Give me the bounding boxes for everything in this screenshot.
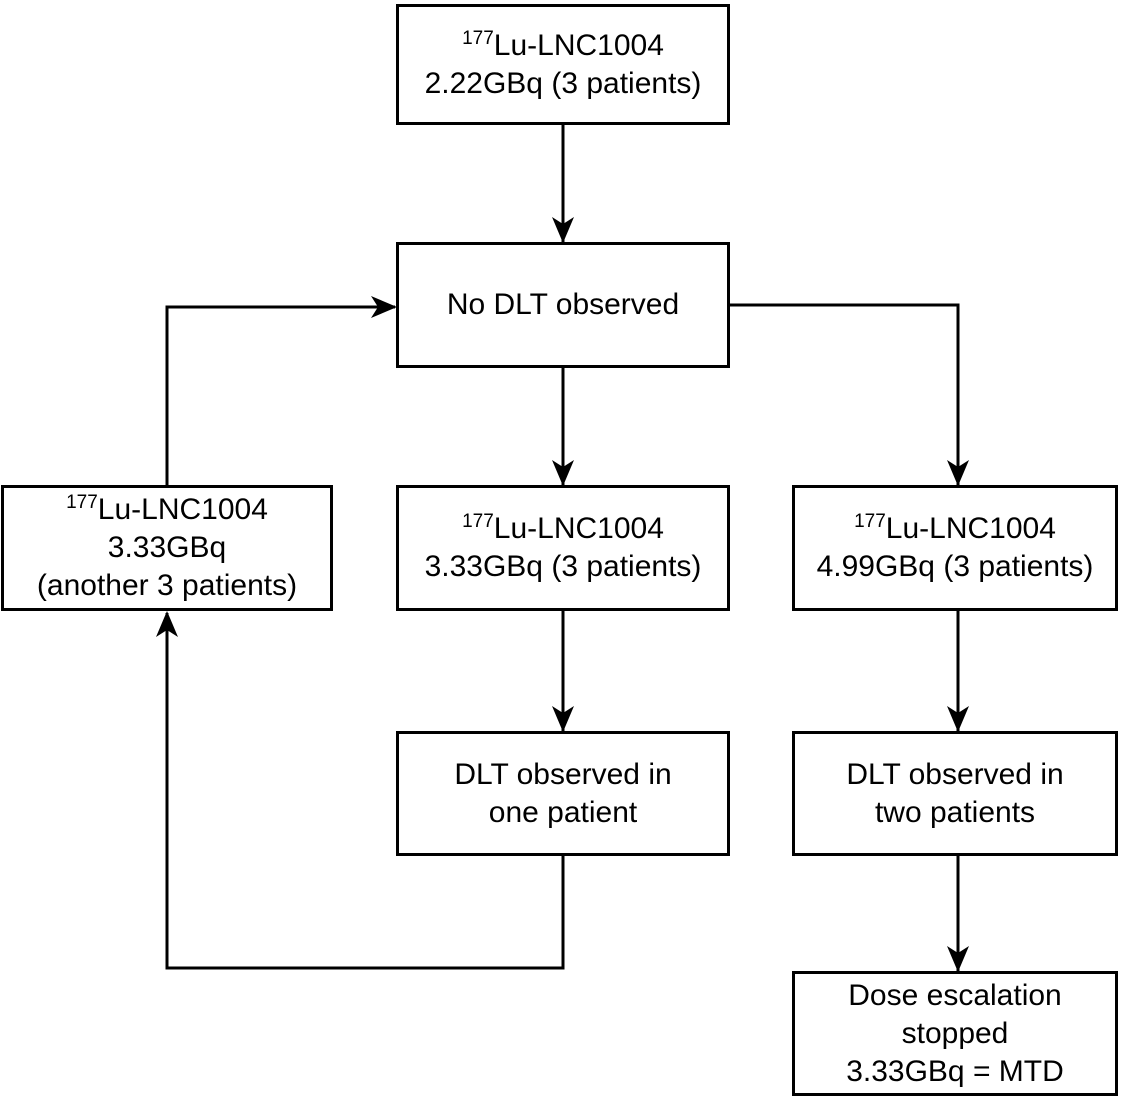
flowchart-box-dlt-one-patient: DLT observed in one patient bbox=[396, 731, 730, 856]
isotope-superscript: 177 bbox=[66, 492, 98, 513]
arrowhead-dltone-to-expansion bbox=[156, 611, 178, 637]
status-line: No DLT observed bbox=[446, 288, 680, 321]
outcome-line-2: stopped bbox=[901, 1016, 1009, 1050]
note-line: (another 3 patients) bbox=[36, 569, 298, 602]
flowchart-box-cohort3-dose: 177Lu-LNC1004 4.99GBq (3 patients) bbox=[792, 485, 1118, 611]
flowchart-box-dlt-two-patients: DLT observed in two patients bbox=[792, 731, 1118, 856]
arrowhead-cohort2-to-dltone bbox=[552, 706, 574, 732]
radioligand-name: Lu-LNC1004 bbox=[885, 512, 1056, 545]
arrowhead-cohort3-to-dlttwo bbox=[947, 706, 969, 732]
status-line-2: two patients bbox=[874, 795, 1036, 829]
flowchart-box-cohort2-dose: 177Lu-LNC1004 3.33GBq (3 patients) bbox=[396, 485, 730, 611]
flowchart-box-expansion-cohort: 177Lu-LNC1004 3.33GBq (another 3 patient… bbox=[1, 485, 333, 611]
status-line-2: one patient bbox=[488, 795, 638, 829]
isotope-superscript: 177 bbox=[854, 511, 886, 532]
radioligand-name: Lu-LNC1004 bbox=[97, 493, 268, 526]
radioligand-line: 177Lu-LNC1004 bbox=[66, 491, 268, 529]
radioligand-line: 177Lu-LNC1004 bbox=[854, 510, 1056, 548]
arrowhead-dlttwo-to-mtd bbox=[947, 946, 969, 972]
arrowhead-nodlt-to-cohort3 bbox=[947, 460, 969, 486]
isotope-superscript: 177 bbox=[462, 27, 494, 49]
connector-nodlt-to-cohort3 bbox=[729, 303, 960, 486]
flowchart-box-cohort1-dose: 177Lu-LNC1004 2.22GBq (3 patients) bbox=[396, 4, 730, 125]
flowchart-box-dose-escalation-stopped: Dose escalation stopped 3.33GBq = MTD bbox=[792, 971, 1118, 1096]
isotope-superscript: 177 bbox=[462, 511, 494, 532]
outcome-line-1: Dose escalation bbox=[848, 978, 1062, 1012]
arrowhead-cohort1-to-nodlt bbox=[552, 217, 574, 243]
connector-expansion-to-nodlt bbox=[165, 305, 395, 485]
connector-dltone-to-expansion bbox=[165, 613, 565, 970]
radioligand-name: Lu-LNC1004 bbox=[493, 28, 664, 62]
dose-line: 4.99GBq (3 patients) bbox=[816, 550, 1094, 583]
status-line-1: DLT observed in bbox=[454, 757, 672, 791]
dose-line: 2.22GBq (3 patients) bbox=[424, 66, 702, 100]
status-line-1: DLT observed in bbox=[846, 757, 1064, 791]
radioligand-name: Lu-LNC1004 bbox=[493, 512, 664, 545]
flowchart-box-no-dlt-observed: No DLT observed bbox=[396, 242, 730, 368]
radioligand-line: 177Lu-LNC1004 bbox=[462, 27, 664, 65]
dose-line: 3.33GBq bbox=[107, 531, 227, 564]
dose-line: 3.33GBq (3 patients) bbox=[424, 550, 702, 583]
outcome-line-3: 3.33GBq = MTD bbox=[846, 1054, 1064, 1088]
radioligand-line: 177Lu-LNC1004 bbox=[462, 510, 664, 548]
arrowhead-expansion-to-nodlt bbox=[371, 296, 397, 318]
arrowhead-nodlt-to-cohort2 bbox=[552, 460, 574, 486]
